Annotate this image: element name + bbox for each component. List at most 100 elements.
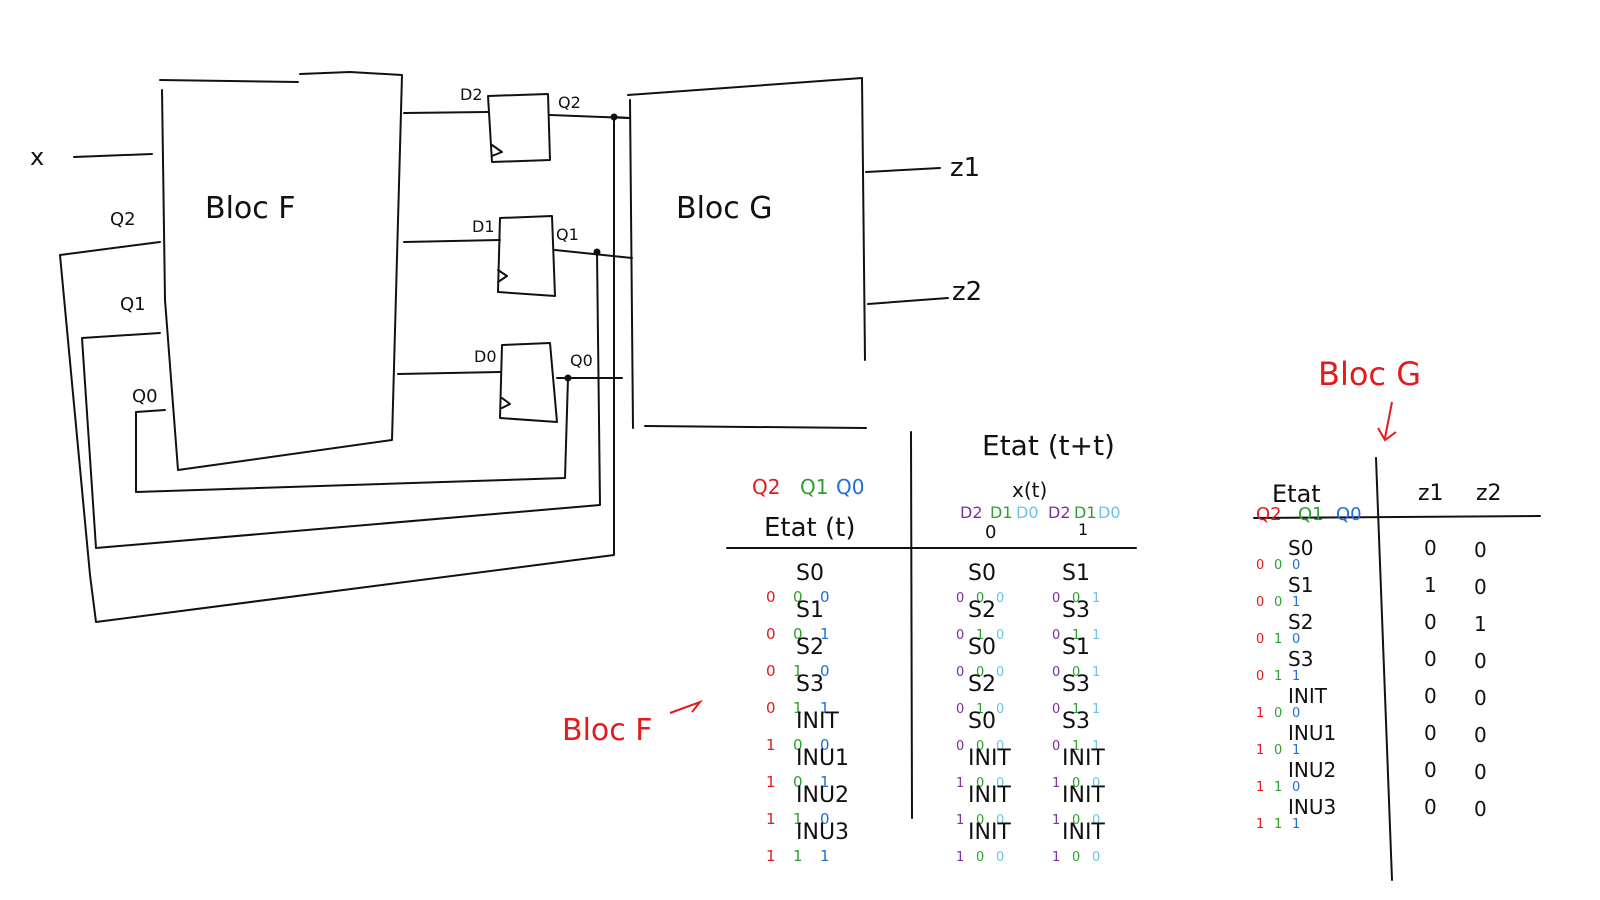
table-g-state-header: Etat [1272,480,1321,508]
feedback-q0-label: Q0 [132,386,158,407]
table-g-z2: 0 [1474,538,1487,562]
table-f-next-bit: 0 [1072,591,1080,606]
table-f-d-header: D0 [1016,503,1039,522]
table-f-state: S1 [796,598,824,623]
table-f-next-x0: S2 [968,672,996,697]
table-f-next-x0: S2 [968,598,996,623]
z1-label: z1 [950,153,980,183]
table-g-bit: 0 [1292,706,1300,721]
table-f-bit: 1 [820,773,830,791]
table-f-x-header: x(t) [1012,478,1047,502]
table-f-next-x1: INIT [1062,746,1105,771]
table-f-bit: 0 [766,625,776,643]
table-g-state: S3 [1288,647,1313,671]
table-f-state: INU2 [796,783,849,808]
table-f-bit: 1 [820,625,830,643]
table-f-next-bit: 0 [956,628,964,643]
table-f-next-bit: 0 [976,776,984,791]
table-f-next-bit: 1 [976,628,984,643]
table-g-bit: 0 [1256,632,1264,647]
table-g-bit: 0 [1274,558,1282,573]
q0-out-label: Q0 [570,351,593,370]
table-g-bit: 1 [1292,669,1300,684]
table-g-z2: 0 [1474,797,1487,821]
table-f-bit: 0 [820,662,830,680]
table-g-bit: 1 [1256,780,1264,795]
table-f-q-header: Q2 [752,475,780,499]
table-g-z1-header: z1 [1418,481,1444,506]
table-f-bit: 0 [793,625,803,643]
bloc-g-label: Bloc G [676,191,773,226]
d0-wire [397,371,501,375]
q2-to-g-wire [613,116,631,119]
table-f-next-bit: 0 [1052,702,1060,717]
table-g-bit: 0 [1292,632,1300,647]
table-f-next-bit: 0 [1072,850,1080,865]
table-g-z2: 0 [1474,575,1487,599]
table-f-next-bit: 1 [1092,739,1100,754]
table-f-next-bit: 1 [1092,702,1100,717]
table-g-hline [1253,515,1541,519]
table-f-d-header: D0 [1098,503,1121,522]
table-f-bit: 0 [793,736,803,754]
table-g-bit: 1 [1274,632,1282,647]
table-f-next-bit: 0 [996,739,1004,754]
table-g-bit: 1 [1256,706,1264,721]
table-g-z1: 0 [1424,684,1437,708]
table-f-next-bit: 1 [1072,702,1080,717]
d2-label: D2 [460,85,483,104]
table-f-bit: 1 [820,699,830,717]
table-g-state: INU3 [1288,795,1336,819]
table-f-next-bit: 0 [1092,776,1100,791]
feedback-q2-label: Q2 [110,209,136,230]
table-f-vline [910,431,913,819]
table-f-next-bit: 1 [1092,591,1100,606]
flipflop-1 [497,215,556,297]
table-g-bit: 1 [1256,817,1264,832]
table-g-bit: 1 [1274,780,1282,795]
q2-out-label: Q2 [558,93,581,112]
input-x-label: x [30,143,44,171]
table-f-bit: 1 [766,773,776,791]
table-g-bit: 0 [1256,595,1264,610]
table-g-bit: 1 [1292,743,1300,758]
table-f-bit: 0 [766,588,776,606]
flipflop-2 [487,93,551,163]
table-f-next-bit: 0 [996,591,1004,606]
table-f-next-x0: INIT [968,783,1011,808]
table-g-bit: 0 [1256,558,1264,573]
table-g-z2: 1 [1474,612,1487,636]
table-f-next-x0: S0 [968,635,996,660]
table-f-bit: 0 [820,810,830,828]
table-g-vline [1375,457,1393,881]
circuit-diagram: x Bloc F Bloc G Q2 Q1 Q0 D2 D1 D0 Q2 Q1 … [30,71,982,623]
d2-wire [403,111,489,114]
table-g-state: S0 [1288,536,1313,560]
table-f-next-x1: S3 [1062,709,1090,734]
table-f-next-bit: 0 [996,628,1004,643]
table-g-z2: 0 [1474,649,1487,673]
table-f-next-x1: S1 [1062,635,1090,660]
table-f-next-x1: INIT [1062,820,1105,845]
table-f-next-x0: INIT [968,820,1011,845]
table-f-next-x0: S0 [968,561,996,586]
table-f-next-x1: S1 [1062,561,1090,586]
table-f-state-header: Etat (t) [764,513,856,543]
feedback-q2-wire [59,116,615,623]
table-f-bit: 0 [820,588,830,606]
bloc-g-annotation: Bloc G [1318,355,1421,442]
table-g-bit: 1 [1274,817,1282,832]
table-f-bit: 1 [793,810,803,828]
table-g-z1: 1 [1424,573,1437,597]
bloc-f-box [159,71,403,471]
table-f-x1: 1 [1078,520,1088,539]
feedback-q1-label: Q1 [120,294,146,315]
table-g-q-header: Q1 [1298,504,1324,525]
table-g-z2: 0 [1474,686,1487,710]
table-f-state: INIT [796,709,839,734]
table-f-d-header: D2 [960,503,983,522]
table-f-next-bit: 1 [976,702,984,717]
